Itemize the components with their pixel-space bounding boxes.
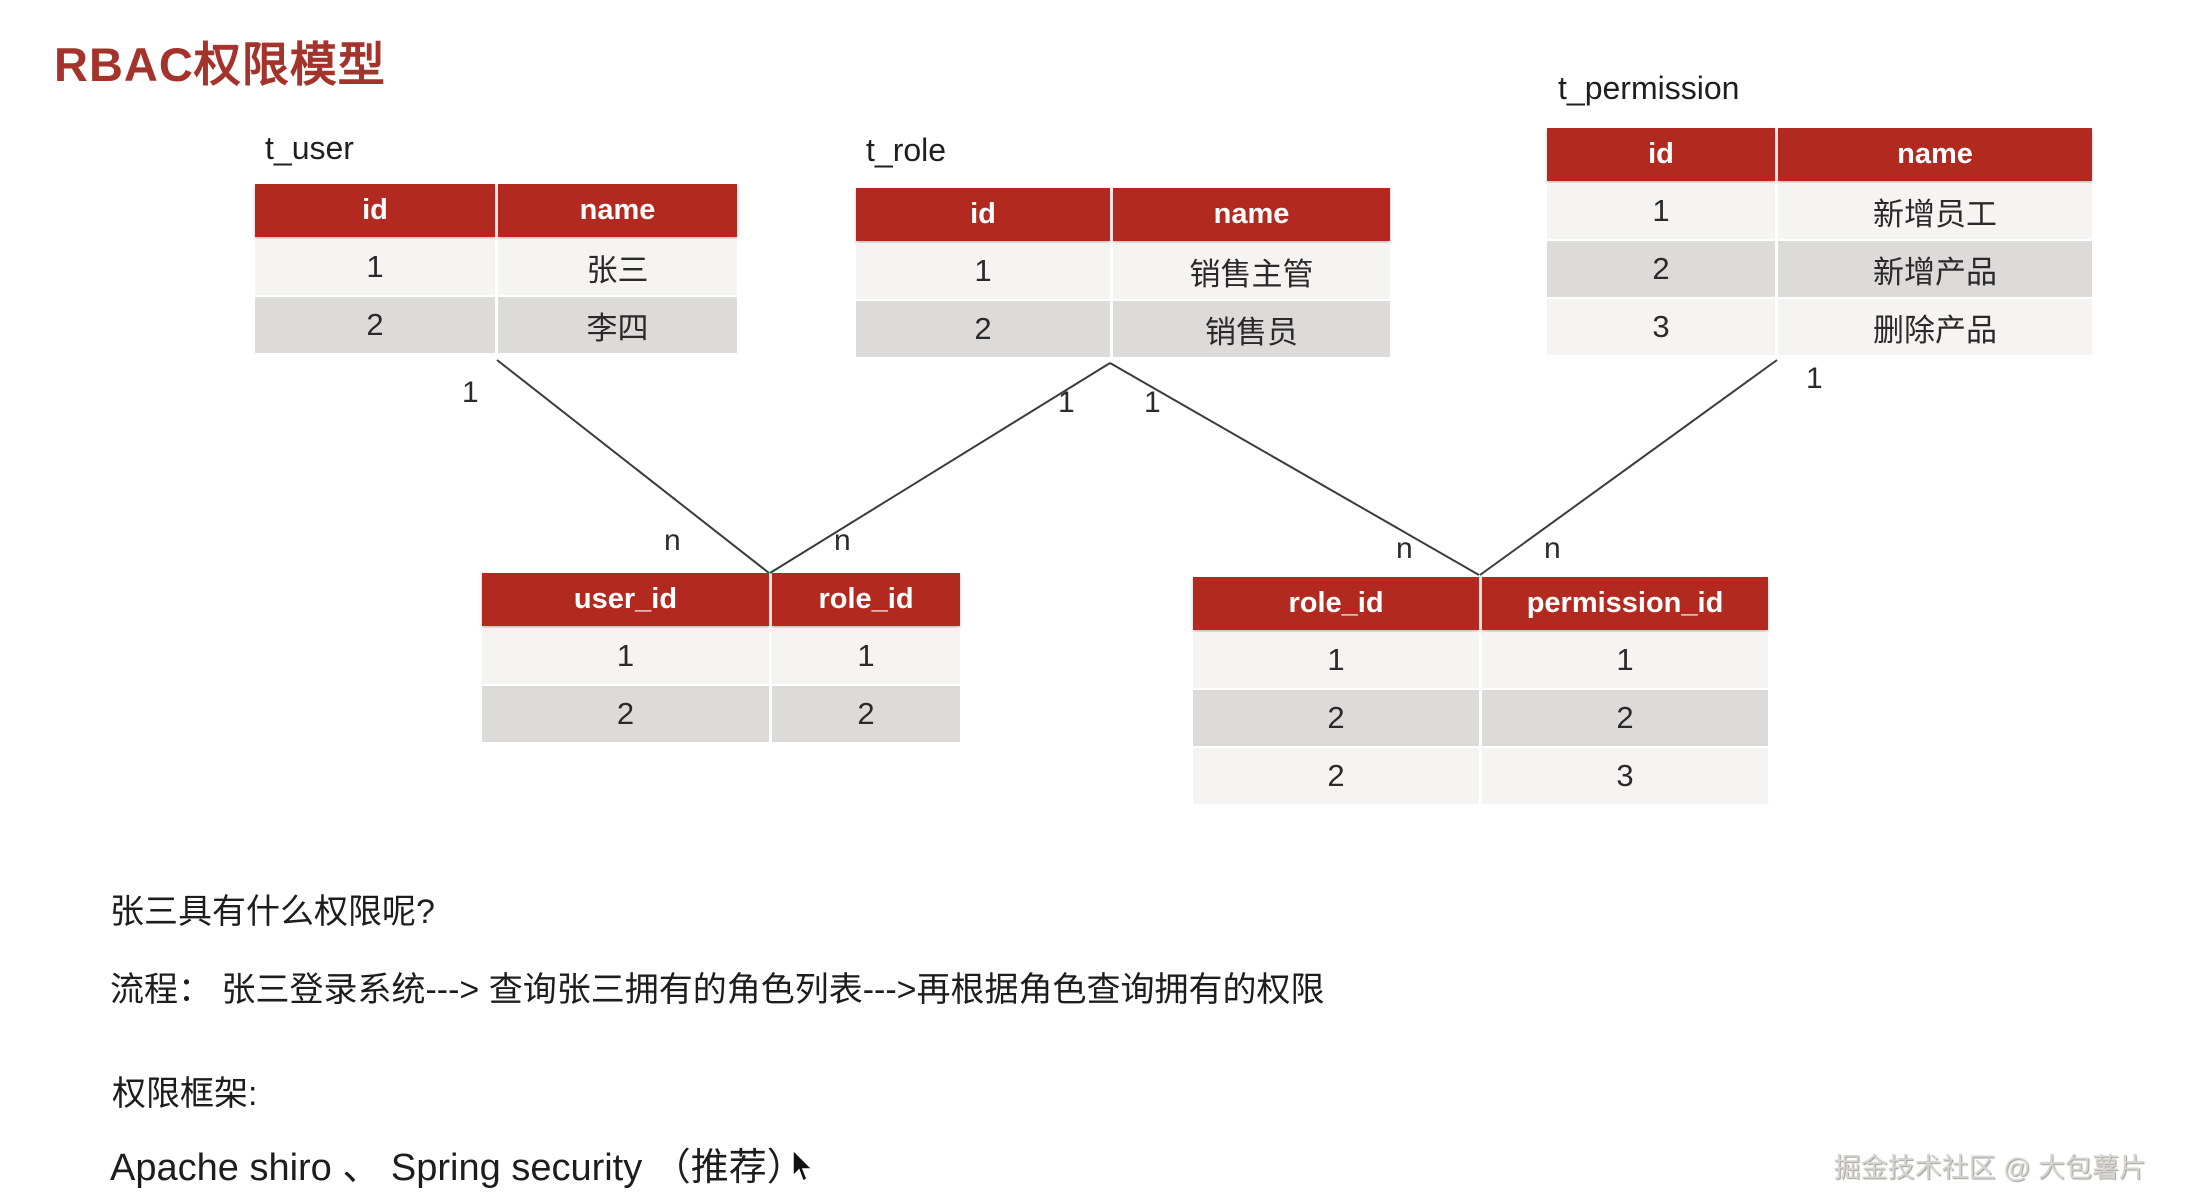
- table-cell: 1: [1193, 632, 1479, 688]
- cardinality-n-role-perm-left: n: [1396, 532, 1413, 565]
- relation-line-perm-roleperm: [1479, 359, 1778, 576]
- table-cell: 1: [482, 628, 769, 684]
- column-header: user_id: [482, 573, 769, 626]
- watermark: 掘金技术社区 @ 大包薯片: [1833, 1153, 2146, 1183]
- table-cell: 新增产品: [1778, 241, 2092, 297]
- cardinality-n-role-perm-right: n: [1544, 532, 1561, 565]
- relation-line-role-roleperm: [1109, 362, 1480, 576]
- table-cell: 2: [482, 686, 769, 742]
- table-label-t-user: t_user: [265, 130, 354, 166]
- table-cell: 2: [772, 686, 960, 742]
- column-header: name: [498, 184, 737, 237]
- cardinality-one-t-user: 1: [462, 376, 479, 409]
- note-frameworks: Apache shiro 、 Spring security （推荐）: [110, 1147, 805, 1189]
- cardinality-n-user-role-left: n: [664, 524, 681, 557]
- table-cell: 新增员工: [1778, 183, 2092, 239]
- column-header: permission_id: [1482, 577, 1768, 630]
- table-cell: 2: [1482, 690, 1768, 746]
- table-cell: 1: [856, 243, 1110, 299]
- relation-line-user-userrole: [496, 359, 770, 574]
- table-cell: 1: [255, 239, 495, 295]
- column-header: id: [856, 188, 1110, 241]
- table-label-t-permission: t_permission: [1558, 70, 1740, 106]
- table-cell: 2: [1547, 241, 1775, 297]
- table-cell: 2: [255, 297, 495, 353]
- column-header: name: [1113, 188, 1390, 241]
- column-header: role_id: [1193, 577, 1479, 630]
- table-cell: 2: [856, 301, 1110, 357]
- note-framework-label: 权限框架:: [112, 1075, 258, 1113]
- column-header: id: [1547, 128, 1775, 181]
- column-header: role_id: [772, 573, 960, 626]
- table-label-t-role: t_role: [866, 132, 947, 168]
- mouse-cursor-icon: [792, 1150, 814, 1183]
- column-header: name: [1778, 128, 2092, 181]
- note-flow: 流程： 张三登录系统---> 查询张三拥有的角色列表--->再根据角色查询拥有的…: [110, 971, 1325, 1009]
- table-cell: 1: [1547, 183, 1775, 239]
- page-title: RBAC权限模型: [54, 38, 386, 91]
- table-cell: 2: [1193, 748, 1479, 804]
- cardinality-n-user-role-right: n: [834, 524, 851, 557]
- column-header: id: [255, 184, 495, 237]
- table-cell: 1: [1482, 632, 1768, 688]
- table-cell: 3: [1547, 299, 1775, 355]
- cardinality-one-t-role-left: 1: [1058, 386, 1075, 419]
- note-question: 张三具有什么权限呢?: [110, 893, 435, 931]
- table-cell: 删除产品: [1778, 299, 2092, 355]
- cardinality-one-t-role-right: 1: [1144, 386, 1161, 419]
- table-cell: 张三: [498, 239, 737, 295]
- cardinality-one-t-permission: 1: [1806, 362, 1823, 395]
- table-cell: 1: [772, 628, 960, 684]
- table-cell: 李四: [498, 297, 737, 353]
- table-cell: 销售员: [1113, 301, 1390, 357]
- table-cell: 2: [1193, 690, 1479, 746]
- table-cell: 销售主管: [1113, 243, 1390, 299]
- table-cell: 3: [1482, 748, 1768, 804]
